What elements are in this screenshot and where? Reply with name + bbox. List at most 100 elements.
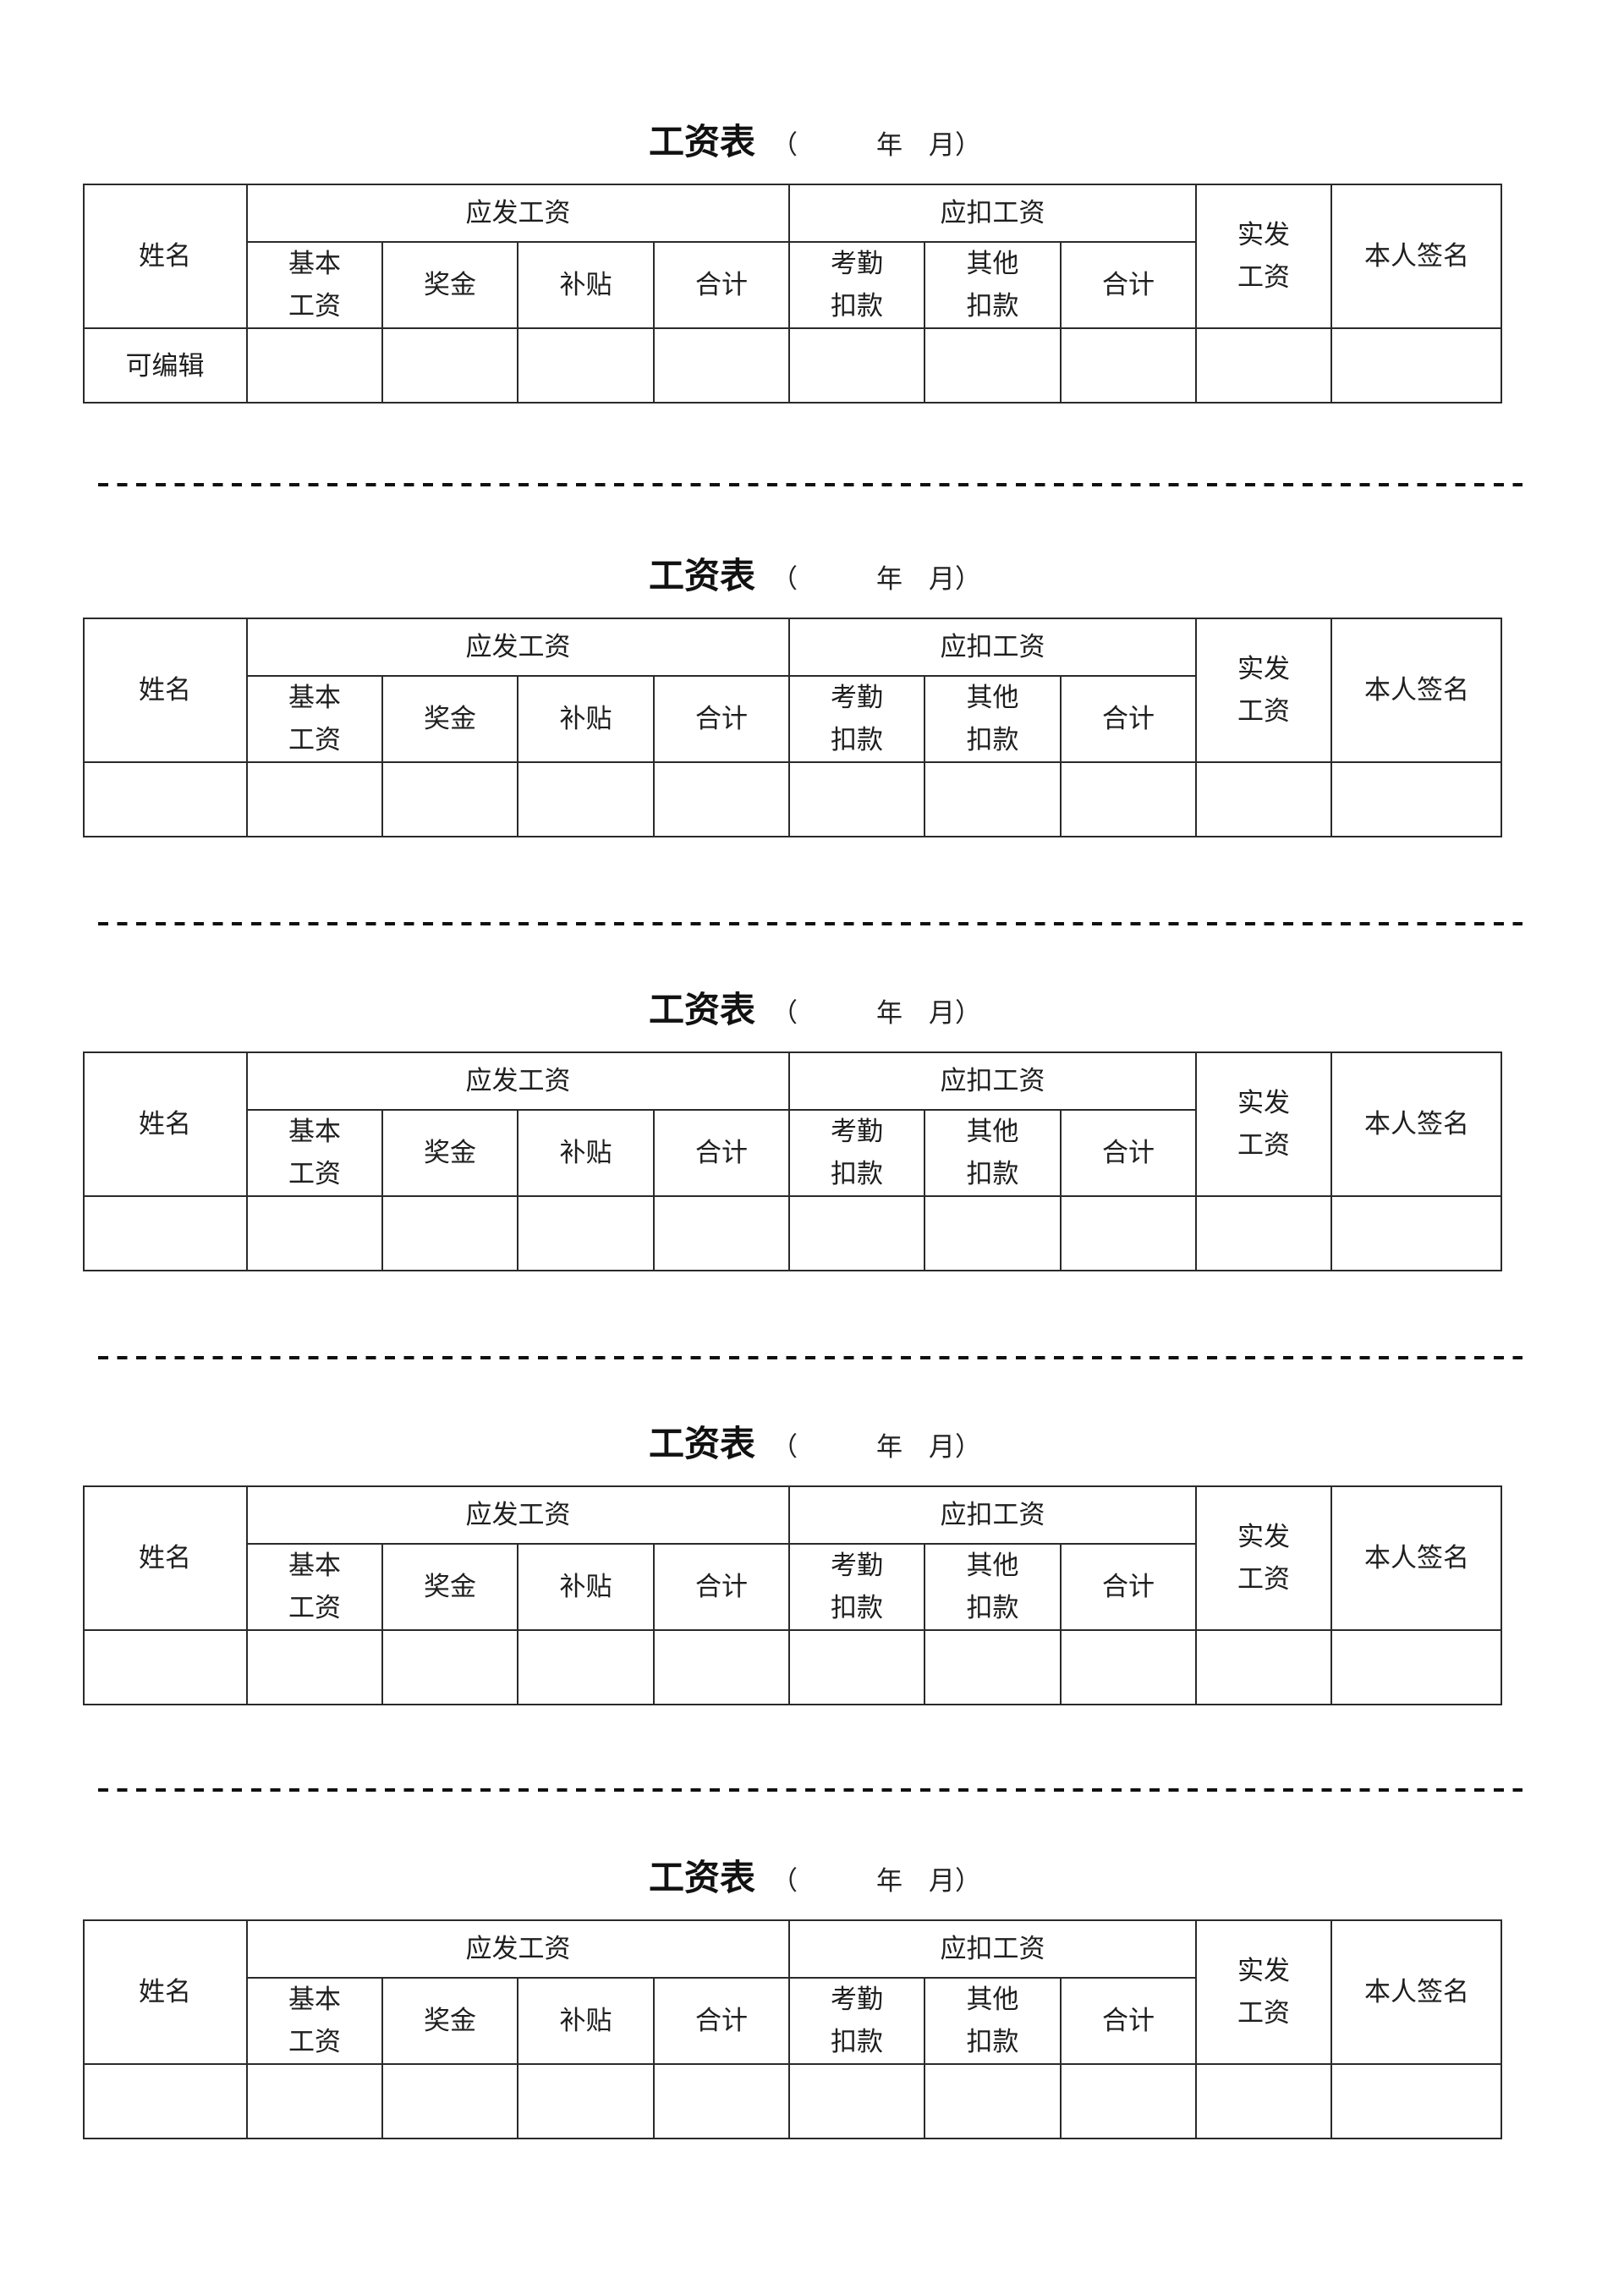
cell-signature[interactable] (1331, 762, 1502, 837)
cut-line-separator (98, 1788, 1522, 1792)
header-bonus: 奖金 (424, 1138, 476, 1168)
column-divider (381, 242, 383, 404)
header-name: 姓名 (139, 1108, 191, 1139)
cell-signature[interactable] (1331, 328, 1502, 404)
cell-bonus[interactable] (382, 1630, 518, 1705)
title-year-month-field[interactable]: （ 年 月） (771, 1432, 981, 1463)
column-divider (246, 1919, 248, 2139)
cell-name[interactable] (83, 1196, 247, 1271)
cell-name[interactable] (83, 1630, 247, 1705)
cell-allowance[interactable] (518, 762, 654, 837)
cell-basic-salary[interactable] (247, 328, 382, 404)
cell-basic-salary[interactable] (247, 1630, 382, 1705)
cell-net-pay[interactable] (1196, 1630, 1331, 1705)
cell-gross-total[interactable] (654, 1196, 789, 1271)
header-deduction-group: 应扣工资 (940, 631, 1045, 662)
column-divider (1330, 1485, 1332, 1705)
header-deduction-group: 应扣工资 (940, 1065, 1045, 1096)
header-attendance-deduction: 考勤 扣款 (831, 249, 883, 321)
header-attendance-deduction: 考勤 扣款 (831, 683, 883, 755)
column-divider (246, 184, 248, 404)
cell-allowance[interactable] (518, 328, 654, 404)
header-gross-total: 合计 (695, 270, 748, 300)
cell-deduction-total[interactable] (1061, 1630, 1196, 1705)
sheet-title: 工资表（ 年 月） (0, 1419, 1624, 1469)
title-year-month-field[interactable]: （ 年 月） (771, 998, 981, 1029)
cell-name[interactable]: 可编辑 (125, 350, 205, 382)
header-attendance-deduction: 考勤 扣款 (831, 1985, 883, 2057)
cell-gross-total[interactable] (654, 2064, 789, 2139)
cell-allowance[interactable] (518, 2064, 654, 2139)
cell-bonus[interactable] (382, 762, 518, 837)
cell-other-deduction[interactable] (924, 762, 1061, 837)
header-net-pay: 实发 工资 (1237, 1521, 1290, 1595)
cell-signature[interactable] (1331, 1196, 1502, 1271)
column-divider (788, 618, 790, 837)
column-divider (517, 1544, 518, 1705)
column-divider (1195, 1919, 1197, 2139)
header-deduction-total: 合计 (1102, 1572, 1155, 1602)
cell-gross-total[interactable] (654, 762, 789, 837)
cell-bonus[interactable] (382, 328, 518, 404)
cell-signature[interactable] (1331, 1630, 1502, 1705)
cut-line-separator (98, 922, 1522, 925)
cell-basic-salary[interactable] (247, 1196, 382, 1271)
payroll-table: 姓名应发工资应扣工资实发 工资本人签名基本 工资奖金补贴合计考勤 扣款其他 扣款… (83, 1051, 1502, 1271)
header-allowance: 补贴 (559, 1572, 612, 1602)
cell-net-pay[interactable] (1196, 2064, 1331, 2139)
title-year-month-field[interactable]: （ 年 月） (771, 1866, 981, 1897)
cell-deduction-total[interactable] (1061, 762, 1196, 837)
cell-signature[interactable] (1331, 2064, 1502, 2139)
header-bottom-divider (83, 1195, 1502, 1197)
cell-allowance[interactable] (518, 1196, 654, 1271)
cell-basic-salary[interactable] (247, 2064, 382, 2139)
header-bottom-divider (83, 2063, 1502, 2065)
column-divider (1330, 1051, 1332, 1271)
cell-attendance-deduction[interactable] (789, 328, 924, 404)
cell-attendance-deduction[interactable] (789, 762, 924, 837)
header-allowance: 补贴 (559, 270, 612, 300)
header-basic-salary: 基本 工资 (288, 1985, 341, 2057)
header-deduction-group: 应扣工资 (940, 1933, 1045, 1964)
cell-attendance-deduction[interactable] (789, 1196, 924, 1271)
cell-gross-total[interactable] (654, 328, 789, 404)
column-divider (1060, 676, 1062, 837)
cell-attendance-deduction[interactable] (789, 2064, 924, 2139)
cell-deduction-total[interactable] (1061, 328, 1196, 404)
header-attendance-deduction: 考勤 扣款 (831, 1551, 883, 1623)
cell-gross-total[interactable] (654, 1630, 789, 1705)
cell-deduction-total[interactable] (1061, 2064, 1196, 2139)
column-divider (246, 1485, 248, 1705)
cell-name[interactable] (83, 762, 247, 837)
column-divider (1330, 184, 1332, 404)
cell-other-deduction[interactable] (924, 1630, 1061, 1705)
title-year-month-field[interactable]: （ 年 月） (771, 130, 981, 161)
header-other-deduction: 其他 扣款 (966, 1985, 1019, 2057)
cell-deduction-total[interactable] (1061, 1196, 1196, 1271)
cell-other-deduction[interactable] (924, 328, 1061, 404)
payroll-table: 姓名应发工资应扣工资实发 工资本人签名基本 工资奖金补贴合计考勤 扣款其他 扣款… (83, 618, 1502, 837)
column-divider (1195, 1051, 1197, 1271)
title-year-month-field[interactable]: （ 年 月） (771, 564, 981, 595)
cell-net-pay[interactable] (1196, 1196, 1331, 1271)
cell-bonus[interactable] (382, 2064, 518, 2139)
column-divider (1330, 1919, 1332, 2139)
cell-other-deduction[interactable] (924, 2064, 1061, 2139)
payroll-table: 姓名应发工资应扣工资实发 工资本人签名基本 工资奖金补贴合计考勤 扣款其他 扣款… (83, 1485, 1502, 1705)
column-divider (924, 1978, 925, 2139)
cell-net-pay[interactable] (1196, 328, 1331, 404)
cell-allowance[interactable] (518, 1630, 654, 1705)
header-deduction-total: 合计 (1102, 270, 1155, 300)
cell-other-deduction[interactable] (924, 1196, 1061, 1271)
column-divider (517, 676, 518, 837)
header-bonus: 奖金 (424, 1572, 476, 1602)
payroll-table: 姓名应发工资应扣工资实发 工资本人签名基本 工资奖金补贴合计考勤 扣款其他 扣款… (83, 1919, 1502, 2139)
group-header-divider (247, 1109, 1196, 1111)
cell-net-pay[interactable] (1196, 762, 1331, 837)
cell-name[interactable] (83, 2064, 247, 2139)
header-other-deduction: 其他 扣款 (966, 683, 1019, 755)
cell-basic-salary[interactable] (247, 762, 382, 837)
column-divider (653, 242, 655, 404)
cell-bonus[interactable] (382, 1196, 518, 1271)
cell-attendance-deduction[interactable] (789, 1630, 924, 1705)
